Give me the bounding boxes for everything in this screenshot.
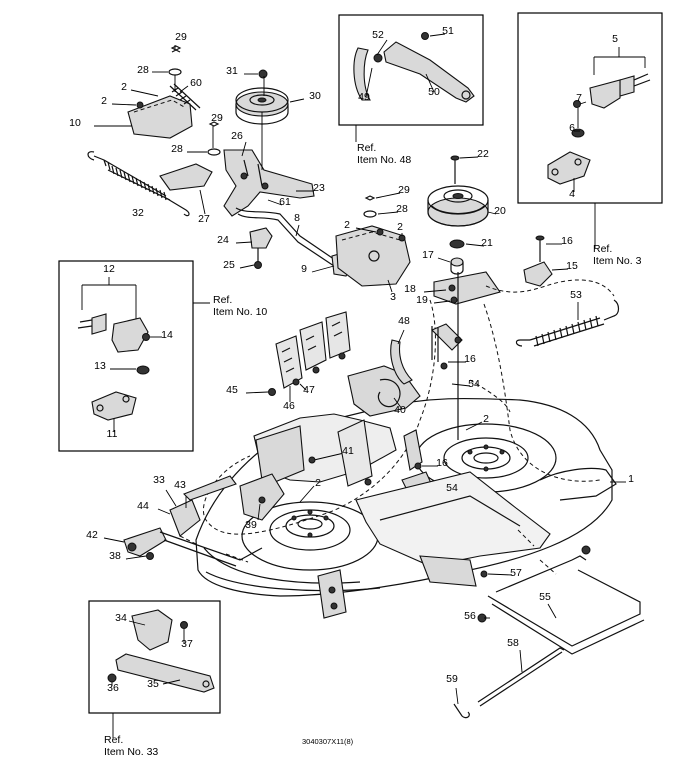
callout-number: 33 [153,474,165,486]
callout-number: 28 [396,203,408,215]
tension-spring-53 [485,235,620,347]
callout-number: 35 [147,678,159,690]
idler-bracket-3 [335,192,411,293]
callout-number: 50 [428,86,440,98]
callout-number: 11 [107,428,118,440]
callout-number: 19 [416,294,428,306]
callout-number: 22 [477,148,489,160]
ref-label-line2: Item No. 3 [593,255,642,267]
callout-number: 30 [309,90,321,102]
callout-number: 3 [390,291,396,303]
callout-number: 27 [198,213,210,225]
callout-number: 20 [494,205,506,217]
ref-label-line1: Ref. [593,243,612,255]
callout-number: 42 [86,529,98,541]
callout-number: 39 [245,519,257,531]
callout-number: 53 [570,289,582,301]
callout-number: 57 [510,567,522,579]
callout-number: 1 [628,473,634,485]
left-lift-assembly [103,473,285,567]
callout-number: 2 [101,95,107,107]
ref-label-line1: Ref. [357,142,376,154]
callout-number: 2 [315,477,321,489]
callout-number: 23 [313,182,325,194]
callout-number: 61 [279,196,291,208]
callout-number: 58 [507,637,519,649]
ref-label-line2: Item No. 48 [357,154,411,166]
callout-number: 34 [115,612,127,624]
callout-number: 16 [436,457,448,469]
callout-number: 4 [569,188,575,200]
callout-number: 32 [132,207,144,219]
callout-number: 41 [342,445,354,457]
callout-number: 49 [358,91,370,103]
callout-number: 52 [372,29,384,41]
callout-number: 60 [190,77,202,89]
callout-number: 9 [301,263,307,275]
height-adjust-plates [245,311,351,402]
callout-number: 2 [483,413,489,425]
callout-number: 25 [223,259,235,271]
callout-number: 24 [217,234,229,246]
callout-number: 5 [612,33,618,45]
inset-box-item-3 [517,12,663,248]
callout-number: 6 [569,122,575,134]
callout-number: 2 [121,81,127,93]
callout-number: 29 [398,184,410,196]
callout-number: 16 [464,353,476,365]
callout-number: 44 [137,500,149,512]
drive-pulley-20 [423,155,501,440]
drawing-code: 3040307X11(8) [302,737,354,746]
callout-number: 40 [394,404,406,416]
callout-number: 21 [481,237,493,249]
callout-number: 17 [422,249,434,261]
callout-number: 54 [446,482,458,494]
idler-spring-assembly [87,45,221,217]
callout-number: 28 [171,143,183,155]
ref-label-line2: Item No. 10 [213,306,267,318]
callout-number: 2 [397,221,403,233]
ref-label-line1: Ref. [213,294,232,306]
front-hanger-assembly [317,471,645,719]
inset-box-item-10 [58,260,210,452]
callout-number: 16 [561,235,573,247]
callout-number: 14 [161,329,173,341]
inset-box-item-48 [338,14,484,142]
ref-label-line1: Ref. [104,734,123,746]
callout-number: 55 [539,591,551,603]
callout-number: 8 [294,212,300,224]
callout-number: 28 [137,64,149,76]
inset-box-item-33 [88,600,221,738]
callout-number: 29 [211,112,223,124]
callout-number: 38 [109,550,121,562]
ref-label-line2: Item No. 33 [104,746,158,758]
callout-number: 18 [404,283,416,295]
callout-number: 10 [69,117,81,129]
callout-number: 46 [283,400,295,412]
callout-number: 12 [103,263,115,275]
callout-number: 45 [226,384,238,396]
callout-number: 59 [446,673,458,685]
idler-pulley-30 [235,69,305,125]
callout-number: 2 [344,219,350,231]
callout-number: 31 [226,65,238,77]
callout-number: 51 [442,25,454,37]
callout-number: 26 [231,130,243,142]
callout-number: 13 [94,360,106,372]
callout-number: 15 [566,260,578,272]
callout-number: 29 [175,31,187,43]
callout-number: 47 [303,384,315,396]
callout-number: 54 [468,378,480,390]
callout-number: 36 [107,682,119,694]
callout-number: 56 [464,610,476,622]
callout-number: 37 [181,638,193,650]
callout-number: 48 [398,315,410,327]
callout-number: 7 [576,92,582,104]
callout-number: 43 [174,479,186,491]
